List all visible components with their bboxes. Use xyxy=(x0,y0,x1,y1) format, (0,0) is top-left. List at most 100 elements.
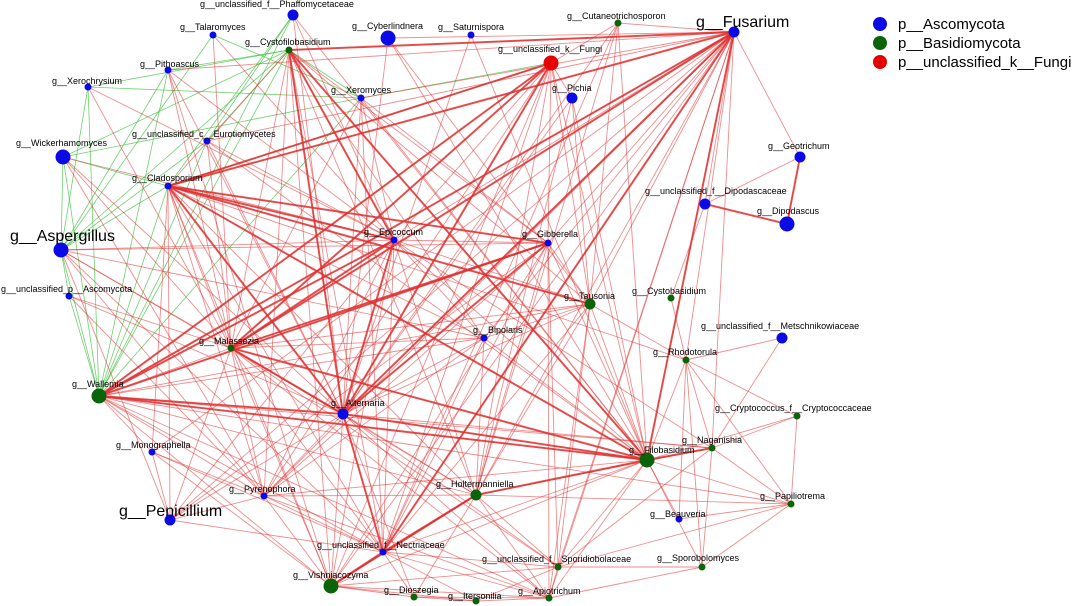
node-saturnispora[interactable] xyxy=(467,31,475,39)
positive-edge xyxy=(475,97,573,496)
node-pithoascus[interactable] xyxy=(164,66,172,74)
node-nectriaceae[interactable] xyxy=(379,548,387,556)
positive-edge xyxy=(330,242,549,587)
node-cryptococcaceae[interactable] xyxy=(793,412,801,420)
negative-edge xyxy=(167,49,290,71)
node-cystobasidium[interactable] xyxy=(667,294,675,302)
node-cystofilobasidium[interactable] xyxy=(285,46,293,54)
positive-edge xyxy=(167,185,485,339)
positive-edge xyxy=(151,185,169,453)
positive-edge xyxy=(685,359,798,417)
positive-edge xyxy=(711,415,798,449)
node-dipodascaceae[interactable] xyxy=(699,198,711,210)
node-vishniacozyma[interactable] xyxy=(323,578,339,594)
node-monographella[interactable] xyxy=(148,448,156,456)
node-sporobolomyces[interactable] xyxy=(698,563,706,571)
node-gibberella[interactable] xyxy=(544,239,552,247)
positive-edge xyxy=(263,62,552,497)
node-phaffomycetaceae[interactable] xyxy=(287,9,299,21)
node-xerochrysium[interactable] xyxy=(84,83,92,91)
negative-edge xyxy=(60,249,100,397)
positive-edge xyxy=(98,395,477,496)
node-wickerhamomyces[interactable] xyxy=(55,149,71,165)
positive-edge xyxy=(230,337,485,349)
positive-edge xyxy=(60,249,485,339)
strong-positive-edge xyxy=(288,49,648,461)
node-label-geotrichum: g__Geotrichum xyxy=(768,141,830,151)
node-pichia[interactable] xyxy=(566,92,578,104)
positive-edge xyxy=(98,395,332,587)
node-fusarium[interactable] xyxy=(728,26,740,38)
node-cyberlindnera[interactable] xyxy=(380,30,396,46)
node-filobasidium[interactable] xyxy=(639,452,655,468)
node-dipodascus[interactable] xyxy=(779,216,795,232)
node-label-cystofilobasidium: g__Cystofilobasidium xyxy=(245,37,331,47)
node-unclascomycota[interactable] xyxy=(65,292,73,300)
negative-edge xyxy=(68,295,100,397)
node-apiotrichum[interactable] xyxy=(545,594,553,602)
positive-edge xyxy=(330,459,648,587)
node-aspergillus[interactable] xyxy=(53,242,69,258)
positive-edge xyxy=(288,49,591,305)
node-beauveria[interactable] xyxy=(675,515,683,523)
positive-edge xyxy=(685,31,735,361)
legend-label-ascomycota: p__Ascomycota xyxy=(898,16,1005,33)
node-dioszegia[interactable] xyxy=(410,593,418,601)
node-cladosporium[interactable] xyxy=(164,182,172,190)
node-alternaria[interactable] xyxy=(337,408,349,420)
strong-positive-edge xyxy=(330,551,384,587)
node-bipolaris[interactable] xyxy=(480,334,488,342)
positive-edge xyxy=(230,347,265,497)
positive-edge xyxy=(62,156,232,349)
node-tausonia[interactable] xyxy=(584,298,596,310)
positive-edge xyxy=(230,347,384,553)
positive-edge xyxy=(547,242,559,568)
node-rhodotorula[interactable] xyxy=(682,356,690,364)
positive-edge xyxy=(167,69,344,415)
positive-edge xyxy=(470,34,648,461)
node-papiliotrema[interactable] xyxy=(787,500,795,508)
node-label-papiliotrema: g__Papiliotrema xyxy=(760,491,825,501)
positive-edge xyxy=(230,347,550,599)
node-cutaneotrichosporon[interactable] xyxy=(614,19,622,27)
node-naganishia[interactable] xyxy=(708,444,716,452)
node-xeromyces[interactable] xyxy=(357,94,365,102)
positive-edge xyxy=(169,413,344,521)
node-epicoccum[interactable] xyxy=(390,236,398,244)
node-holtermanniella[interactable] xyxy=(470,489,482,501)
positive-edge xyxy=(475,494,550,599)
positive-edge xyxy=(98,303,591,397)
negative-edge xyxy=(98,140,208,397)
legend-dot-unclassified-fungi xyxy=(873,55,887,69)
node-malassezia[interactable] xyxy=(227,344,235,352)
node-label-vishniacozyma: g__Vishniacozyma xyxy=(293,570,368,580)
positive-edge xyxy=(483,337,648,461)
negative-edge xyxy=(60,156,64,251)
node-eurotiomycetes[interactable] xyxy=(203,137,211,145)
node-wallemia[interactable] xyxy=(91,388,107,404)
positive-edge xyxy=(557,31,735,568)
node-itersonilia[interactable] xyxy=(472,597,480,605)
strong-positive-edge xyxy=(98,395,648,461)
node-talaromyces[interactable] xyxy=(209,31,217,39)
node-label-saturnispora: g__Saturnispora xyxy=(438,22,504,32)
node-label-metschnikowiaceae: g__unclassified_f__Metschnikowiaceae xyxy=(701,321,859,331)
strong-positive-edge xyxy=(288,49,395,241)
node-sporidiobolaceae[interactable] xyxy=(554,563,562,571)
node-geotrichum[interactable] xyxy=(794,151,806,163)
node-label-cladosporium: g__Cladosporium xyxy=(132,173,203,183)
node-penicillium[interactable] xyxy=(164,514,176,526)
node-pyrenophora[interactable] xyxy=(260,492,268,500)
node-unclfungi[interactable] xyxy=(543,55,559,71)
positive-edge xyxy=(60,249,265,497)
strong-positive-edge xyxy=(288,49,344,415)
node-label-tausonia: g__Tausonia xyxy=(564,291,615,301)
node-metschnikowiaceae[interactable] xyxy=(776,332,788,344)
positive-edge xyxy=(382,459,648,553)
legend-label-basidiomycota: p__Basidiomycota xyxy=(898,35,1021,52)
positive-edge xyxy=(60,249,384,553)
positive-edge xyxy=(547,62,552,244)
node-label-filobasidium: g__Filobasidium xyxy=(629,445,695,455)
positive-edge xyxy=(557,459,648,568)
